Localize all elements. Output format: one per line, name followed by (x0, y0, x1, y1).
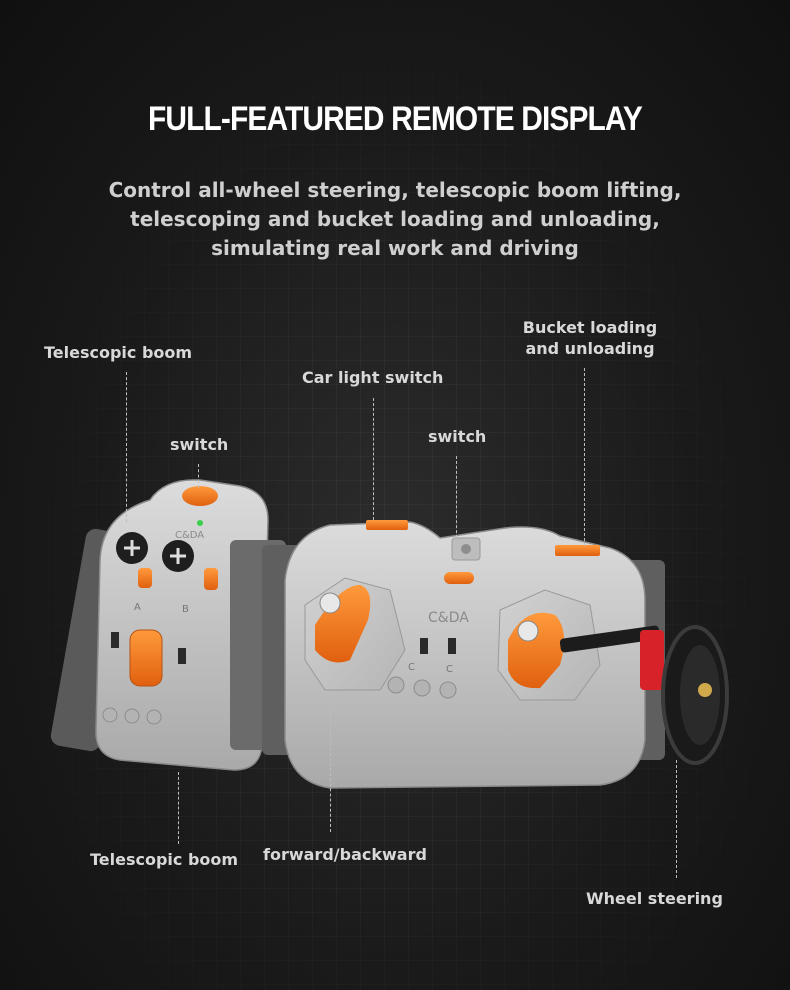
power-button-small (182, 486, 218, 506)
steering-wheel-assembly (559, 625, 729, 765)
small-remote (50, 479, 286, 771)
page-title: FULL-FEATURED REMOTE DISPLAY (148, 100, 643, 138)
port-c2-text: C (446, 664, 453, 675)
port-b-text: B (182, 604, 189, 615)
label-bucket-line-2: and unloading (525, 339, 655, 358)
right-lever-axle (517, 620, 539, 642)
large-logo-text: C&DA (428, 610, 469, 626)
leader-telescopic-bottom (178, 772, 179, 844)
label-switch-left: switch (170, 435, 229, 454)
small-logo-text: C&DA (175, 530, 204, 541)
light-switch-screw (461, 544, 471, 554)
leader-switch-left (198, 464, 199, 488)
port-c1-text: C (408, 662, 415, 673)
red-linkage (640, 630, 664, 690)
lever-a (138, 568, 152, 588)
label-wheel-steering: Wheel steering (586, 889, 723, 908)
label-car-light-switch: Car light switch (302, 368, 444, 387)
leader-bucket (584, 368, 585, 546)
page-subtitle: Control all-wheel steering, telescopic b… (60, 176, 730, 263)
label-telescopic-boom-bottom: Telescopic boom (90, 850, 239, 869)
knob-b-cross (170, 548, 186, 564)
steering-axle (559, 625, 660, 653)
subtitle-line-2: telescoping and bucket loading and unloa… (130, 207, 660, 231)
port-left (111, 632, 119, 648)
port-c1 (420, 638, 428, 654)
label-forward-backward: forward/backward (263, 845, 427, 864)
steering-wheel-hub (680, 645, 720, 745)
label-telescopic-boom-top: Telescopic boom (44, 343, 193, 362)
top-tab-left (366, 520, 408, 530)
slider-switch (129, 629, 163, 687)
label-bucket-line-1: Bucket loading (522, 318, 658, 337)
port-c2 (448, 638, 456, 654)
subtitle-line-3: simulating real work and driving (211, 236, 579, 260)
port-right (178, 648, 186, 664)
top-tab-right (555, 545, 600, 556)
label-switch-right: switch (428, 427, 487, 446)
light-switch-button (444, 572, 474, 584)
knob-a-cross (124, 540, 140, 556)
left-lever-axle (319, 592, 341, 614)
leader-forward (330, 692, 331, 832)
left-lever (315, 585, 371, 663)
label-bucket: Bucket loading and unloading (515, 318, 665, 358)
subtitle-line-1: Control all-wheel steering, telescopic b… (108, 178, 682, 202)
status-led (197, 520, 203, 526)
lever-b (204, 568, 218, 590)
leader-wheel (676, 760, 677, 878)
port-a-text: A (134, 602, 141, 613)
leader-telescopic-top (126, 372, 127, 522)
wheel-logo (698, 683, 712, 697)
leader-car-light (373, 398, 374, 520)
leader-switch-right (456, 456, 457, 538)
large-remote (262, 520, 665, 789)
